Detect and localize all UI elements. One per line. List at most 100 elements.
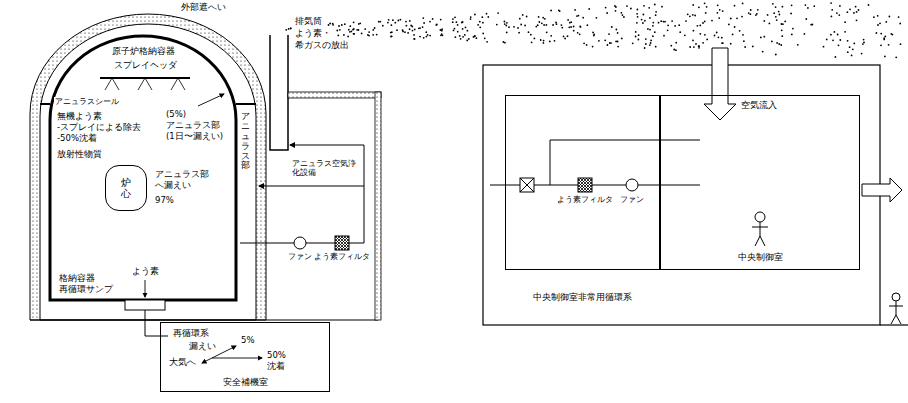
plume-dot <box>855 6 857 8</box>
plume-dot <box>730 18 732 20</box>
plume-dot <box>667 24 669 26</box>
annotation-label: 再循環サンプ <box>58 285 114 295</box>
plume-dot <box>538 21 540 23</box>
plume-dot <box>699 33 701 35</box>
plume-dot <box>387 22 389 24</box>
plume-dot <box>839 5 841 7</box>
plume-dot <box>588 8 590 10</box>
plume-dot <box>513 26 515 28</box>
plume-dot <box>877 24 879 26</box>
plume-dot <box>607 44 609 46</box>
plume-dot <box>604 39 606 41</box>
plume-dot <box>376 34 378 36</box>
plume-dot <box>674 25 676 27</box>
plume-dot <box>844 31 846 33</box>
plume-dot <box>506 22 508 24</box>
plume-dot <box>650 40 652 42</box>
plume-dot <box>810 24 812 26</box>
plume-dot <box>522 14 524 16</box>
plume-dot <box>734 5 736 7</box>
plume-dot <box>622 14 624 16</box>
person-figures <box>752 212 903 324</box>
plume-dot <box>436 24 438 26</box>
plume-dot <box>504 21 506 23</box>
plume-dot <box>645 43 647 45</box>
plume-dot <box>884 56 886 58</box>
plume-dot <box>479 26 481 28</box>
plume-dot <box>834 31 836 33</box>
plume-dot <box>481 16 483 18</box>
plume-dot <box>719 9 721 11</box>
plume-dot <box>757 9 759 11</box>
plume-dot <box>339 29 341 31</box>
annotation-label: -50%沈着 <box>56 134 98 144</box>
annotation-label: (1日〜漏えい) <box>165 132 224 142</box>
annotation-label: ファン <box>619 195 645 204</box>
plume-dot <box>813 5 815 7</box>
plume-dot <box>675 42 677 44</box>
plume-dot <box>414 29 416 31</box>
plume-dot <box>352 29 354 31</box>
plume-dot <box>658 22 660 24</box>
annotation-label: 97% <box>154 196 175 206</box>
plume-dot <box>773 12 775 14</box>
plume-dot <box>663 21 665 23</box>
plume-dot <box>635 36 637 38</box>
plume-dot <box>344 23 346 25</box>
plume-dot <box>736 17 738 19</box>
plume-dot <box>645 38 647 40</box>
plume-dot <box>826 39 828 41</box>
plume-dot <box>573 30 575 32</box>
plume-dot <box>405 21 407 23</box>
plume-dot <box>847 40 849 42</box>
plume-dot <box>423 22 425 24</box>
plume-dot <box>470 16 472 18</box>
plume-dot <box>831 16 833 18</box>
release-plume <box>285 2 901 58</box>
plume-dot <box>616 29 618 31</box>
annotation-label: 格納容器 <box>58 274 96 284</box>
plume-dot <box>744 46 746 48</box>
plume-dot <box>702 22 704 24</box>
plume-dot <box>503 41 505 43</box>
plume-dot <box>898 16 900 18</box>
plume-dot <box>718 17 720 19</box>
plume-dot <box>880 44 882 46</box>
plume-dot <box>641 19 643 21</box>
annotation-label: よう素フィルタ <box>313 252 371 261</box>
plume-dot <box>407 32 409 34</box>
plume-dot <box>592 32 594 34</box>
plume-dot <box>849 46 851 48</box>
plume-dot <box>685 20 687 22</box>
control-room-duct <box>490 140 700 192</box>
plume-dot <box>593 33 595 35</box>
plume-dot <box>332 24 334 26</box>
plume-dot <box>582 17 584 19</box>
plume-dot <box>530 34 532 36</box>
plume-dot <box>462 36 464 38</box>
plume-dot <box>742 34 744 36</box>
plume-dot <box>285 29 287 31</box>
plume-dot <box>617 41 619 43</box>
plume-dot <box>456 21 458 23</box>
plume-dot <box>771 41 773 43</box>
plume-dot <box>347 36 349 38</box>
plume-dot <box>418 27 420 29</box>
plume-dot <box>782 6 784 8</box>
plume-dot <box>877 15 879 17</box>
plume-dot <box>838 44 840 46</box>
plume-dot <box>580 26 582 28</box>
plume-dot <box>644 47 646 49</box>
plume-dot <box>853 43 855 45</box>
plume-dot <box>425 31 427 33</box>
plume-dot <box>382 25 384 27</box>
plume-dot <box>349 25 351 27</box>
plume-dot <box>474 14 476 16</box>
plume-dot <box>473 36 475 38</box>
plume-dot <box>432 18 434 20</box>
plume-dot <box>466 40 468 42</box>
plume-dot <box>880 33 882 35</box>
plume-dot <box>636 13 638 15</box>
plume-dot <box>790 13 792 15</box>
